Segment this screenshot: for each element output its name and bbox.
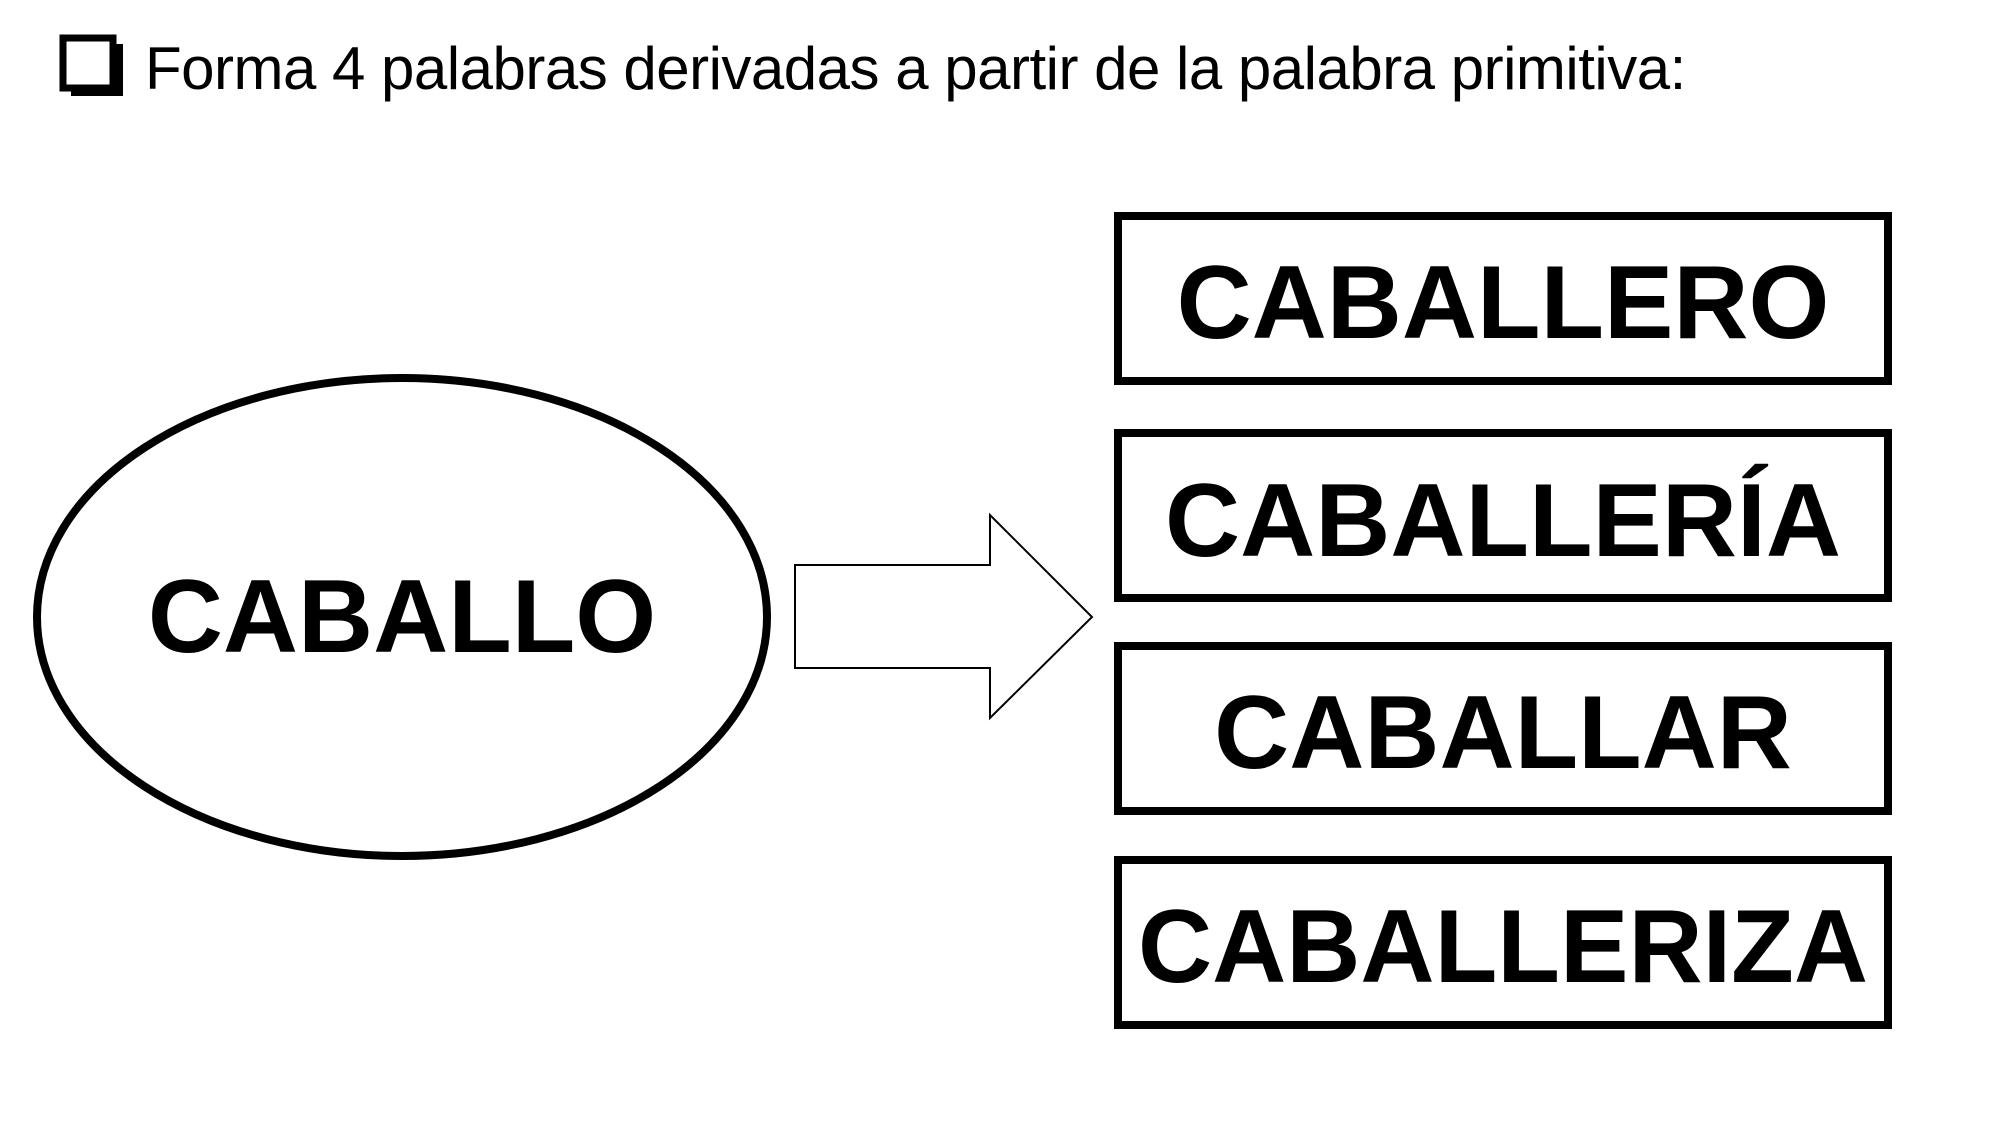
primitive-word: CABALLO [148, 559, 656, 675]
derived-word-2: CABALLERÍA [1165, 463, 1841, 579]
derived-word-4: CABALLERIZA [1138, 889, 1868, 1005]
derived-word-box-3 [1114, 642, 1892, 815]
instruction-text: Forma 4 palabras derivadas a partir de l… [145, 34, 1686, 102]
arrow-icon [794, 512, 1094, 721]
derived-word-box-4 [1114, 856, 1892, 1029]
derived-word-1: CABALLERO [1177, 245, 1830, 361]
derived-word-box-1 [1114, 212, 1892, 385]
derived-word-3: CABALLAR [1214, 675, 1792, 791]
primitive-word-ellipse [33, 374, 771, 860]
instruction: Forma 4 palabras derivadas a partir de l… [55, 28, 1686, 108]
derived-word-box-2 [1114, 429, 1892, 602]
checkbox-icon [59, 34, 123, 96]
